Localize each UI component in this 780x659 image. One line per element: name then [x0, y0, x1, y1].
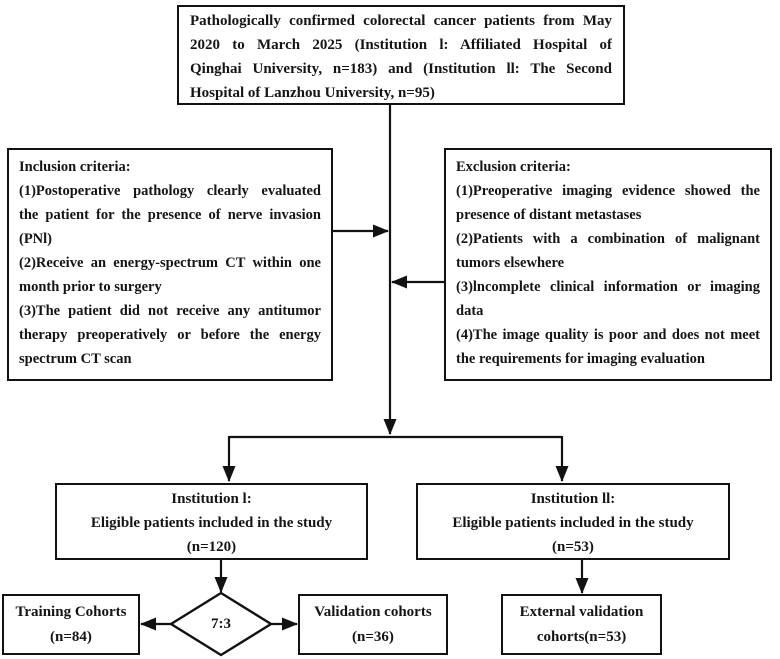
text-line: (n=120)	[186, 539, 237, 555]
text-line: External validation	[519, 604, 644, 620]
exclusion-criteria-text: Exclusion criteria: (1)Preoperative imagi…	[446, 150, 770, 371]
text-line: Qinghai University, n=183) and (Institut…	[190, 61, 612, 77]
text-line: Inclusion criteria:	[19, 159, 131, 175]
text-line: Eligible patients included in the study	[90, 515, 333, 531]
node-validation-cohorts: Validation cohorts (n=36)	[298, 594, 448, 655]
node-recruitment: Pathologically confirmed colorectal canc…	[177, 5, 625, 105]
split-ratio-label: 7:3	[211, 616, 231, 632]
text-line: cohorts(n=53)	[536, 629, 627, 645]
text-line: (2)Receive an energy-spectrum CT within …	[19, 255, 321, 271]
node-institution2-eligible: Institution ll: Eligible patients include…	[416, 483, 730, 560]
text-line: Pathologically confirmed colorectal canc…	[190, 13, 612, 29]
node-training-cohorts: Training Cohorts (n=84)	[2, 594, 140, 655]
text-line: Hospital of Lanzhou University, n=95)	[190, 85, 435, 101]
text-line: (3)lncomplete clinical information or im…	[456, 279, 760, 295]
text-line: (2)Patients with a combination of malign…	[456, 231, 760, 247]
text-line: Eligible patients included in the study	[452, 515, 694, 531]
text-line: (1)Preoperative imaging evidence showed …	[456, 183, 760, 199]
text-line: (n=53)	[552, 539, 594, 555]
text-line: data	[456, 303, 484, 319]
inclusion-criteria-text: Inclusion criteria: (1)Postoperative path…	[9, 150, 331, 371]
ratio-diamond-shape	[168, 591, 274, 657]
text-line: month prior to surgery	[19, 279, 162, 295]
text-line: Institution l:	[171, 491, 252, 507]
text-line: (PNl)	[19, 231, 53, 247]
text-line: Institution ll:	[530, 491, 616, 507]
node-external-validation-cohorts: External validation cohorts(n=53)	[501, 594, 662, 655]
node-institution1-eligible: Institution l: Eligible patients included…	[55, 483, 368, 560]
text-line: Validation cohorts	[314, 604, 432, 620]
text-line: presence of distant metastases	[456, 207, 642, 223]
text-line: (3)The patient did not receive any antit…	[19, 303, 321, 319]
text-line: the requirements for imaging evaluation	[456, 351, 705, 367]
text-line: Training Cohorts	[15, 604, 127, 620]
text-line: 2020 to March 2025 (Institution l: Affil…	[190, 37, 612, 53]
text-line: Exclusion criteria:	[456, 159, 571, 175]
text-line: (n=84)	[50, 629, 92, 645]
node-inclusion-criteria: Inclusion criteria: (1)Postoperative path…	[7, 148, 333, 381]
node-exclusion-criteria: Exclusion criteria: (1)Preoperative imagi…	[444, 148, 772, 381]
recruitment-text: Pathologically confirmed colorectal canc…	[179, 7, 623, 105]
text-line: (1)Postoperative pathology clearly evalu…	[19, 183, 321, 199]
text-line: spectrum CT scan	[19, 351, 132, 367]
text-line: therapy preoperatively or before the ene…	[19, 327, 321, 343]
text-line: (n=36)	[352, 629, 394, 645]
text-line: tumors elsewhere	[456, 255, 565, 271]
text-line: the patient for the presence of nerve in…	[19, 207, 321, 223]
text-line: (4)The image quality is poor and does no…	[456, 327, 760, 343]
